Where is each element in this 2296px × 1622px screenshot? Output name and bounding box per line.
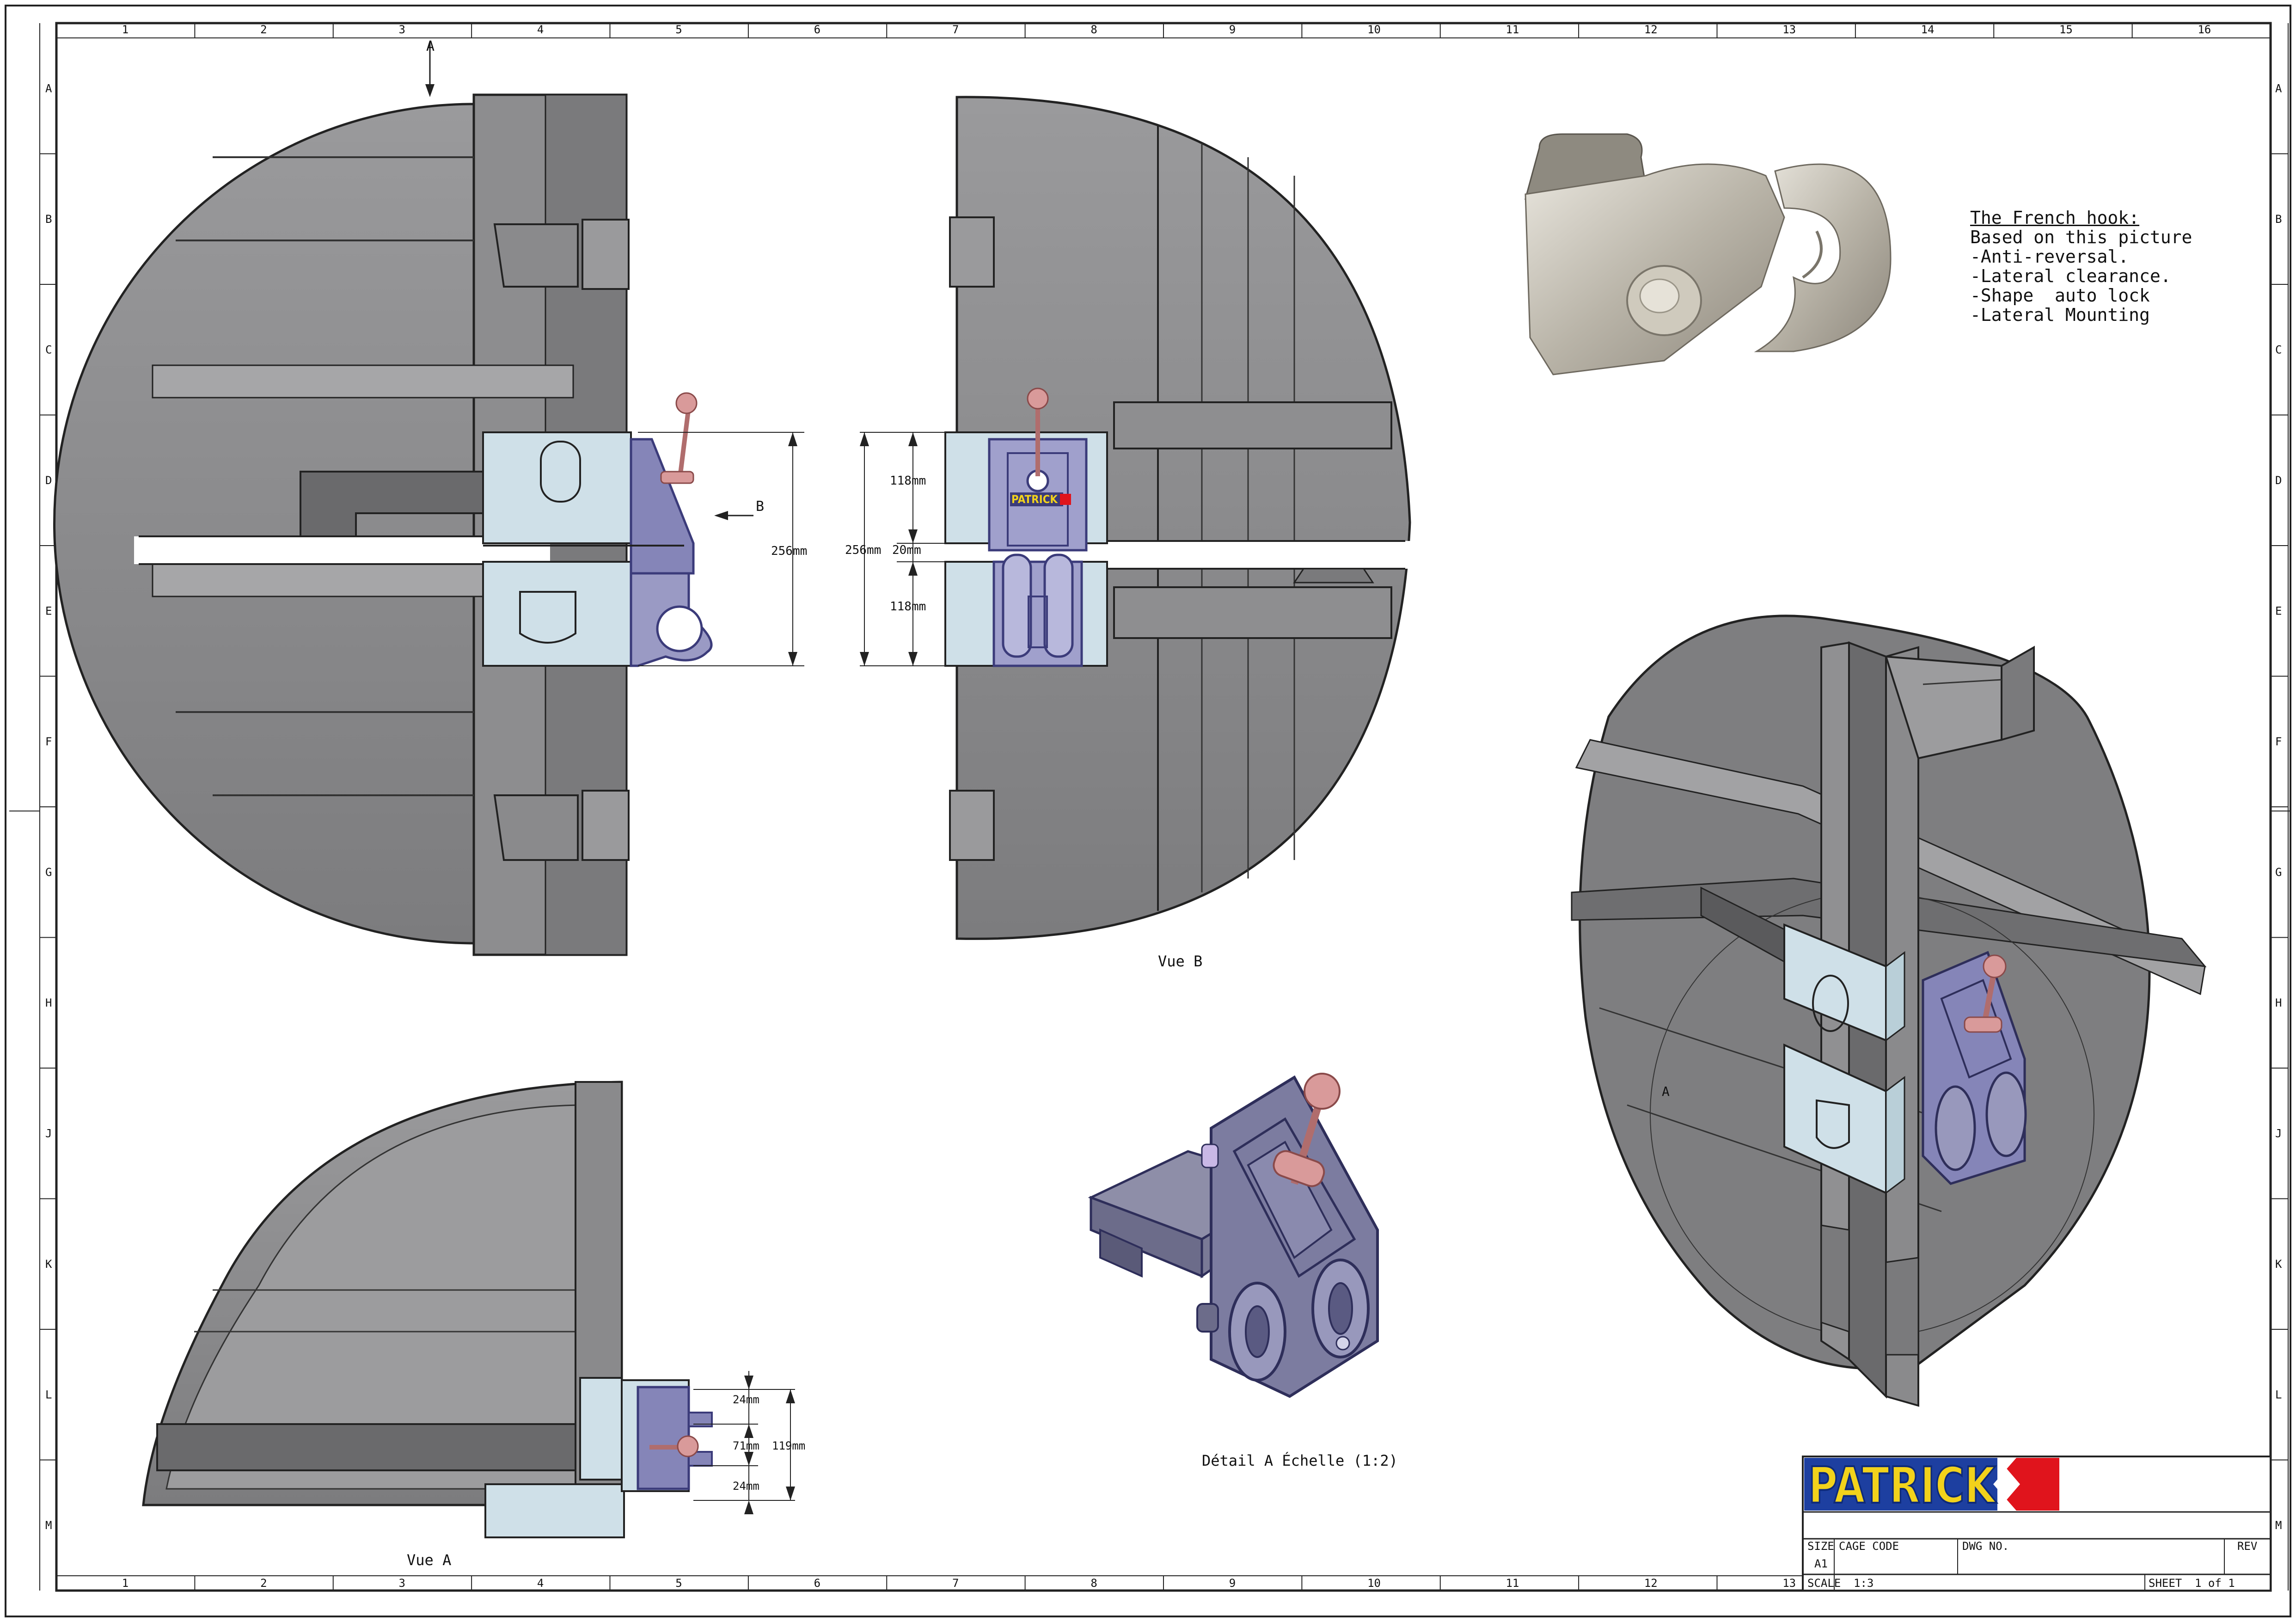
- note-line: Based on this picture: [1970, 227, 2192, 247]
- grid-row-label: B: [45, 213, 52, 226]
- grid-row-label: K: [45, 1258, 52, 1271]
- grid-row-label: H: [45, 996, 52, 1009]
- grid-row-label: J: [2275, 1127, 2282, 1140]
- grid-column-label: 2: [260, 23, 267, 36]
- detail-caption: Détail A Échelle (1:2): [1202, 1452, 1398, 1469]
- grid-column-label: 13: [1782, 1577, 1796, 1590]
- hook-photo: [1524, 133, 1892, 375]
- grid-column-label: 5: [675, 23, 682, 36]
- grid-row-label: J: [45, 1127, 52, 1140]
- grid-row-label: M: [2275, 1519, 2282, 1532]
- isometric-view: [1571, 614, 2207, 1407]
- grid-column-label: 7: [952, 1577, 959, 1590]
- grid-column-label: 12: [1644, 23, 1658, 36]
- grid-column-label: 4: [537, 1577, 544, 1590]
- grid-row-label: H: [2275, 996, 2282, 1009]
- grid-column-label: 9: [1229, 1577, 1236, 1590]
- grid-column-label: 10: [1367, 1577, 1381, 1590]
- grid-row-label: C: [2275, 343, 2282, 356]
- dim-71: 71mm: [733, 1439, 759, 1452]
- grid-column-label: 15: [2059, 23, 2073, 36]
- detail-a-view: [1088, 1073, 1379, 1398]
- grid-column-label: 13: [1782, 23, 1796, 36]
- grid-row-label: K: [2275, 1258, 2282, 1271]
- dim-24-top: 24mm: [733, 1393, 759, 1406]
- dim-119: 119mm: [772, 1439, 805, 1452]
- sheet-label: SHEET: [2149, 1577, 2182, 1590]
- front-view-left: [53, 42, 804, 956]
- grid-column-label: 11: [1506, 1577, 1519, 1590]
- note-line: -Lateral Mounting: [1970, 305, 2150, 325]
- scale-label: SCALE: [1807, 1577, 1841, 1590]
- grid-row-ticks: A A B B C C D D E E F F G G H H J J K K L L M M: [40, 82, 2288, 1532]
- grid-column-ticks: 1122334455667788991010111112121313141415…: [122, 23, 2211, 1591]
- vue-a-view: [142, 1081, 795, 1538]
- vue-b-caption: Vue B: [1158, 952, 1202, 970]
- grid-row-label: F: [2275, 735, 2282, 748]
- grid-column-label: 4: [537, 23, 544, 36]
- grid-column-label: 3: [398, 1577, 405, 1590]
- grid-column-label: 12: [1644, 1577, 1658, 1590]
- grid-column-label: 8: [1090, 23, 1097, 36]
- dwg-no-label: DWG NO.: [1962, 1540, 2009, 1553]
- iso-detail-label: A: [1662, 1084, 1670, 1099]
- grid-row-label: L: [2275, 1388, 2282, 1401]
- dim-256-left: 256mm: [771, 544, 807, 558]
- sheet-value: 1 of 1: [2195, 1577, 2235, 1590]
- grid-column-label: 6: [814, 1577, 820, 1590]
- size-value: A1: [1814, 1557, 1828, 1570]
- title-block: [1802, 1456, 2272, 1591]
- note-line: -Anti-reversal.: [1970, 246, 2129, 267]
- vue-b-view: [860, 96, 1414, 940]
- dim-256-right: 256mm: [845, 543, 881, 557]
- dim-24-bottom: 24mm: [733, 1480, 759, 1493]
- grid-column-label: 11: [1506, 23, 1519, 36]
- grid-column-label: 10: [1367, 23, 1381, 36]
- grid-column-label: 2: [260, 1577, 267, 1590]
- size-label: SIZE: [1807, 1540, 1834, 1553]
- grid-column-label: 16: [2198, 23, 2211, 36]
- grid-column-label: 6: [814, 23, 820, 36]
- grid-row-label: C: [45, 343, 52, 356]
- note-line: -Lateral clearance.: [1970, 266, 2171, 286]
- scale-value: 1:3: [1854, 1577, 1874, 1590]
- grid-column-label: 7: [952, 23, 959, 36]
- rev-label: REV: [2237, 1540, 2257, 1553]
- dim-118-bottom: 118mm: [890, 600, 926, 614]
- grid-row-label: E: [45, 604, 52, 617]
- grid-column-label: 14: [1921, 23, 1935, 36]
- french-hook-note: The French hook: Based on this picture -…: [1970, 208, 2229, 325]
- arrow-b-label: B: [756, 498, 764, 515]
- note-line: -Shape auto lock: [1970, 285, 2150, 306]
- part-brand-plate: PATRICK: [1011, 493, 1058, 506]
- note-title: The French hook:: [1970, 208, 2140, 228]
- grid-row-label: G: [45, 866, 52, 879]
- grid-row-label: A: [2275, 82, 2282, 95]
- grid-row-label: D: [2275, 474, 2282, 487]
- grid-row-label: F: [45, 735, 52, 748]
- grid-column-label: 1: [122, 1577, 129, 1590]
- arrow-a-label: A: [426, 38, 435, 55]
- grid-column-label: 3: [398, 23, 405, 36]
- dim-20: 20mm: [892, 543, 921, 557]
- grid-row-label: G: [2275, 866, 2282, 879]
- grid-column-label: 8: [1090, 1577, 1097, 1590]
- grid-row-label: A: [45, 82, 52, 95]
- grid-row-label: D: [45, 474, 52, 487]
- grid-column-label: 1: [122, 23, 129, 36]
- grid-row-label: B: [2275, 213, 2282, 226]
- grid-column-label: 9: [1229, 23, 1236, 36]
- grid-row-label: L: [45, 1388, 52, 1401]
- vue-a-caption: Vue A: [407, 1551, 451, 1569]
- cage-code-label: CAGE CODE: [1839, 1540, 1899, 1553]
- grid-row-label: E: [2275, 604, 2282, 617]
- dim-118-top: 118mm: [890, 474, 926, 488]
- grid-column-label: 5: [675, 1577, 682, 1590]
- grid-row-label: M: [45, 1519, 52, 1532]
- brand-logo: PATRICK: [1808, 1457, 1997, 1515]
